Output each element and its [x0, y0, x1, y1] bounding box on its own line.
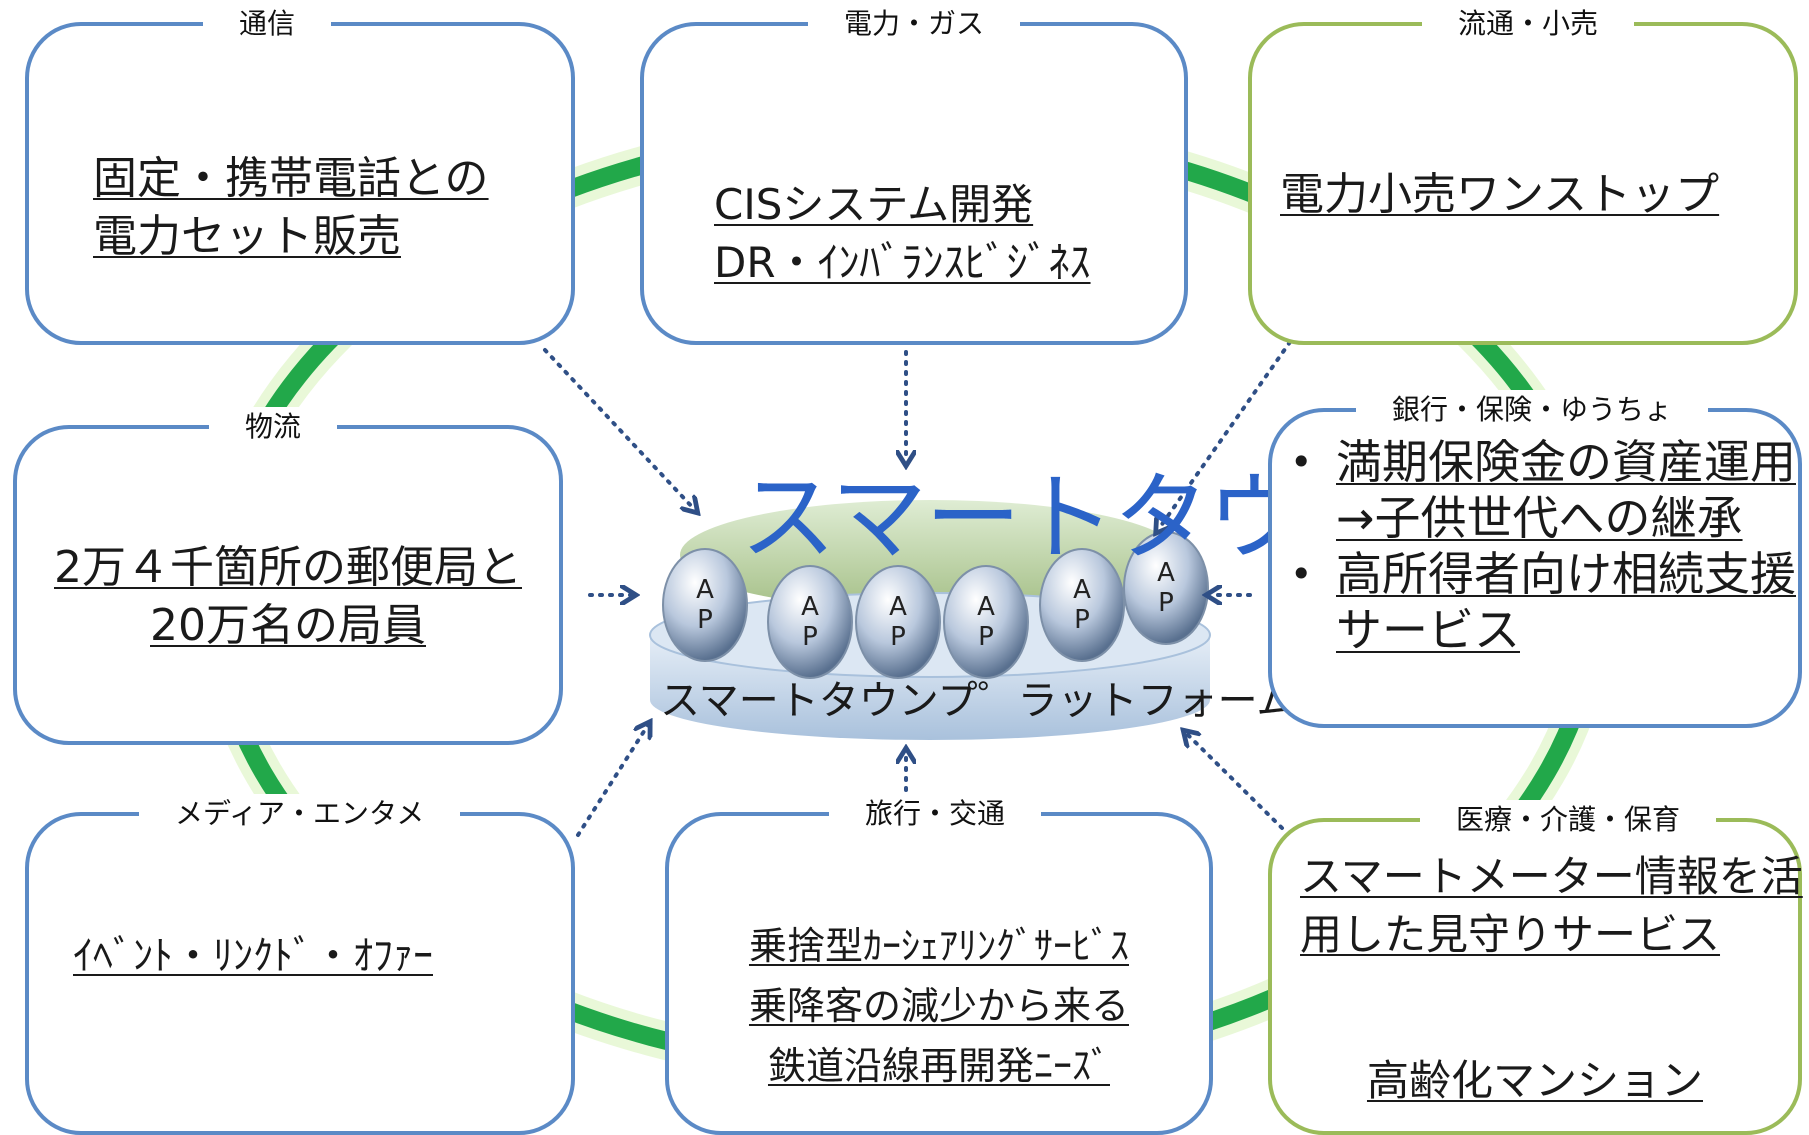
- bullet-item: 高所得者向け相続支援サービス: [1280, 546, 1800, 658]
- platform-label: スマートタウンプ゜ラットフォーム(仮): [660, 678, 1368, 724]
- box-body: 固定・携帯電話との 電力セット販売: [93, 153, 489, 262]
- box-extra: 高齢化マンション: [1366, 1056, 1703, 1105]
- box-body: 乗捨型ｶｰｼｪｱﾘﾝｸﾞｻｰﾋﾞｽ 乗降客の減少から来る 鉄道沿線再開発ﾆｰｽﾞ: [748, 924, 1129, 1088]
- box-ryoko: 旅行・交通 乗捨型ｶｰｼｪｱﾘﾝｸﾞｻｰﾋﾞｽ 乗降客の減少から来る 鉄道沿線再…: [665, 794, 1213, 1135]
- arrow-from-media: [576, 725, 648, 837]
- box-tsushin: 通信 固定・携帯電話との 電力セット販売: [25, 4, 575, 345]
- box-title: 通信: [203, 4, 332, 44]
- box-title: 銀行・保険・ゆうちょ: [1356, 390, 1709, 430]
- box-denryoku: 電力・ガス CISシステム開発 DR・ｲﾝﾊﾞﾗﾝｽﾋﾞｼﾞﾈｽ: [640, 4, 1188, 345]
- connection-arrows: [543, 340, 1292, 837]
- arrow-from-iryo: [1186, 733, 1284, 830]
- box-title: 流通・小売: [1422, 4, 1635, 44]
- arrow-from-ryutsu: [1158, 340, 1292, 530]
- bullet-item: 満期保険金の資産運用→子供世代への継承: [1280, 434, 1800, 546]
- box-title: 旅行・交通: [829, 794, 1042, 834]
- box-title: 医療・介護・保育: [1420, 800, 1717, 840]
- bullet-list: 満期保険金の資産運用→子供世代への継承 高所得者向け相続支援サービス: [1280, 434, 1800, 658]
- box-body: CISシステム開発 DR・ｲﾝﾊﾞﾗﾝｽﾋﾞｼﾞﾈｽ: [714, 180, 1091, 287]
- box-body: 2万４千箇所の郵便局と 20万名の局員: [54, 542, 522, 651]
- box-media: メディア・エンタメ ｲﾍﾞﾝﾄ・ﾘﾝｸﾄﾞ・ｵﾌｧｰ: [25, 794, 575, 1135]
- arrow-from-tsushin: [543, 348, 695, 510]
- box-body: 電力小売ワンストップ: [1280, 169, 1720, 220]
- box-title: メディア・エンタメ: [139, 794, 461, 834]
- box-title: 物流: [209, 407, 338, 447]
- box-body: ｲﾍﾞﾝﾄ・ﾘﾝｸﾄﾞ・ｵﾌｧｰ: [73, 933, 433, 979]
- box-iryo: 医療・介護・保育 スマートメーター情報を活 用した見守りサービス 高齢化マンショ…: [1268, 800, 1803, 1135]
- box-body: スマートメーター情報を活 用した見守りサービス: [1300, 852, 1803, 959]
- ap-ovals: [662, 531, 1209, 679]
- box-title: 電力・ガス: [808, 4, 1021, 44]
- box-butsuryu: 物流 2万４千箇所の郵便局と 20万名の局員: [13, 407, 563, 745]
- box-ryutsu: 流通・小売 電力小売ワンストップ: [1248, 4, 1798, 345]
- box-ginko: 銀行・保険・ゆうちょ 満期保険金の資産運用→子供世代への継承 高所得者向け相続支…: [1268, 390, 1802, 728]
